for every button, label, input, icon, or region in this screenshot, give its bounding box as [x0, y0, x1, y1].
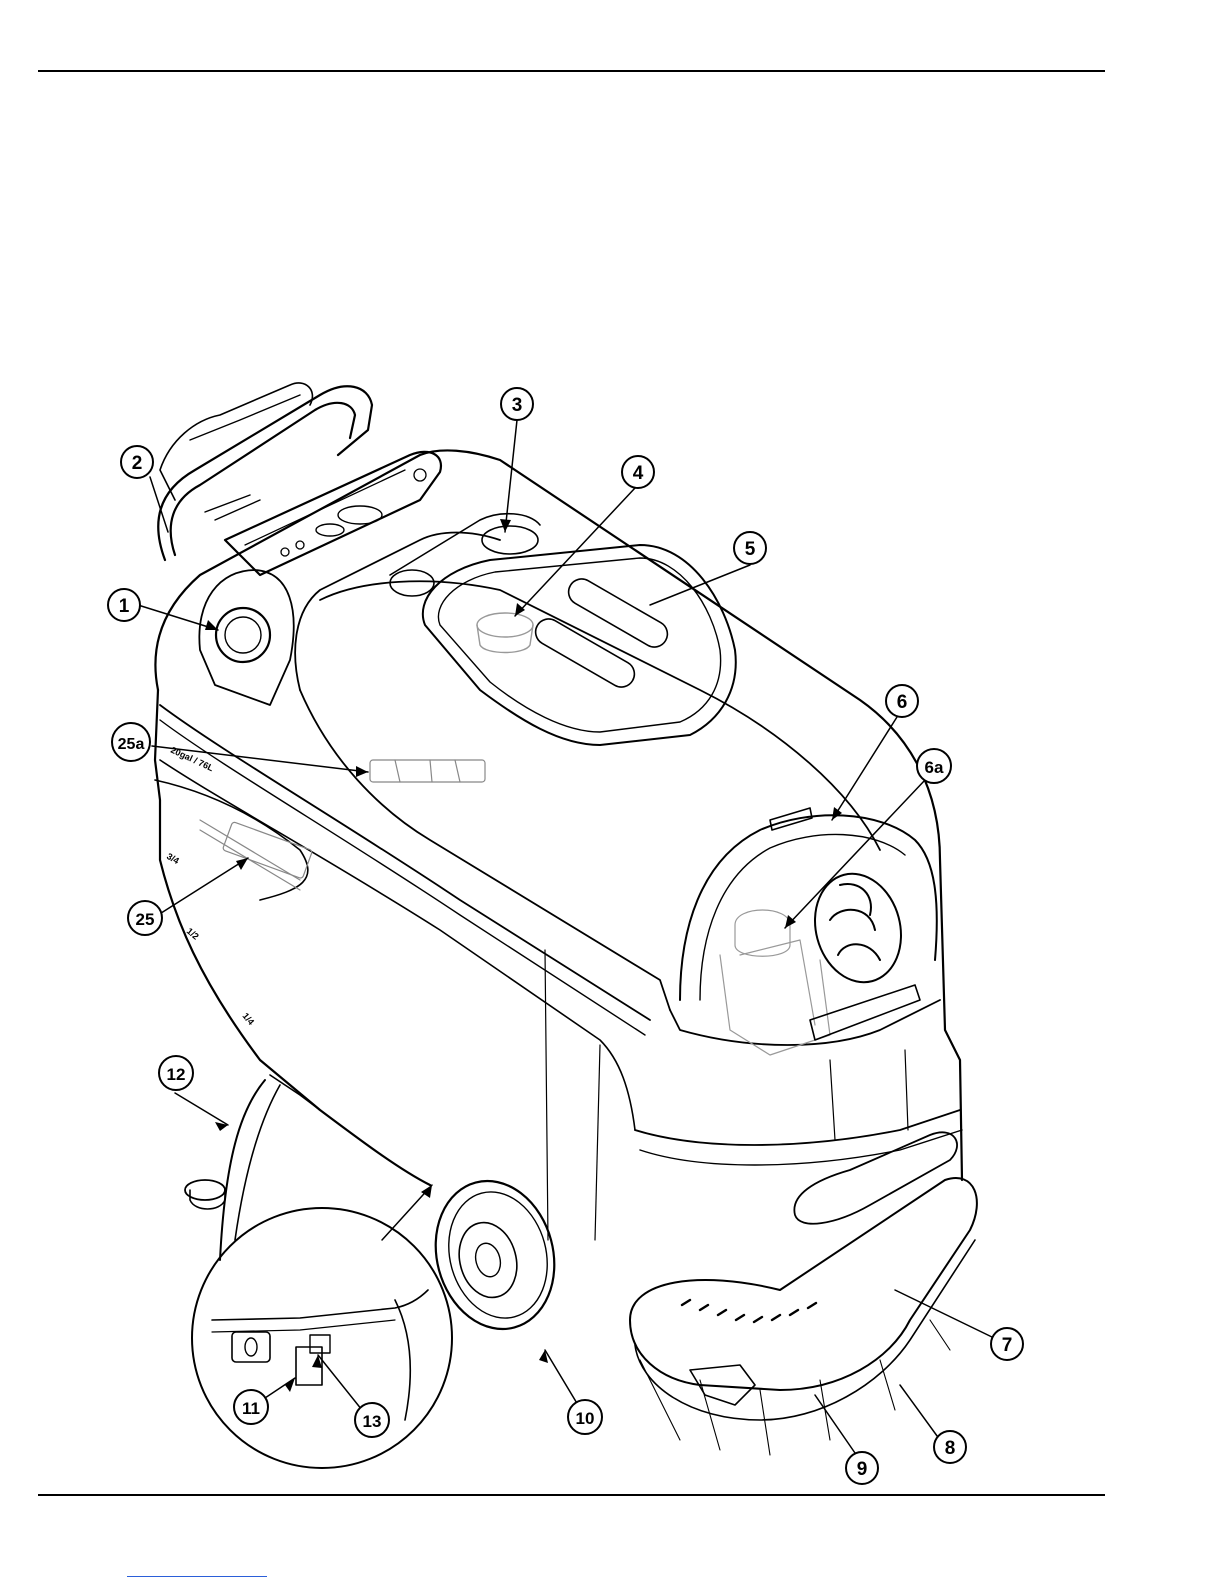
svg-text:8: 8 — [945, 1438, 956, 1459]
brand-logo-emblem — [803, 864, 913, 992]
callout-9: 9 — [846, 1452, 878, 1484]
callout-5: 5 — [734, 532, 766, 564]
recovery-tank-dome — [320, 581, 937, 1000]
svg-text:9: 9 — [857, 1459, 868, 1480]
callout-4: 4 — [622, 456, 654, 488]
fill-port-cap — [477, 613, 533, 653]
callout-10: 10 — [568, 1400, 602, 1434]
tank-lid — [423, 545, 736, 745]
callout-12: 12 — [159, 1056, 193, 1090]
rear-grip-slot — [794, 1132, 957, 1223]
svg-text:11: 11 — [242, 1399, 260, 1418]
rear-latch — [770, 808, 920, 1040]
callout-25: 25 — [128, 901, 162, 935]
callout-2: 2 — [121, 446, 153, 478]
svg-text:3: 3 — [512, 395, 523, 416]
tank-level-three-quarter: 3/4 — [165, 851, 181, 866]
svg-text:25: 25 — [136, 910, 155, 929]
callout-25a: 25a — [112, 723, 150, 761]
brush-deck — [630, 1178, 977, 1455]
svg-text:1: 1 — [119, 596, 130, 617]
callout-1: 1 — [108, 589, 140, 621]
callout-7: 7 — [991, 1328, 1023, 1360]
svg-text:7: 7 — [1002, 1335, 1013, 1356]
callout-3: 3 — [501, 388, 533, 420]
tank-capacity-label: 20gal / 76L — [169, 745, 215, 774]
callout-11: 11 — [234, 1390, 268, 1424]
tank-level-quarter: 1/4 — [240, 1011, 256, 1027]
callout-8: 8 — [934, 1431, 966, 1463]
detail-inset — [192, 1208, 452, 1468]
squeegee-assembly — [185, 1075, 320, 1260]
svg-text:6a: 6a — [925, 758, 944, 777]
svg-text:6: 6 — [897, 692, 908, 713]
handle-assembly — [158, 383, 372, 560]
svg-text:4: 4 — [633, 463, 644, 484]
callout-13: 13 — [355, 1403, 389, 1437]
svg-text:12: 12 — [167, 1065, 186, 1084]
circuit-breaker-housing — [199, 570, 293, 705]
svg-text:2: 2 — [132, 453, 143, 474]
callout-6a: 6a — [917, 749, 951, 783]
svg-text:13: 13 — [363, 1412, 382, 1431]
leader-lines — [138, 420, 994, 1453]
svg-text:10: 10 — [576, 1409, 595, 1428]
control-panel — [225, 452, 441, 575]
svg-text:25a: 25a — [118, 736, 145, 753]
callout-6: 6 — [886, 685, 918, 717]
svg-text:5: 5 — [745, 539, 756, 560]
